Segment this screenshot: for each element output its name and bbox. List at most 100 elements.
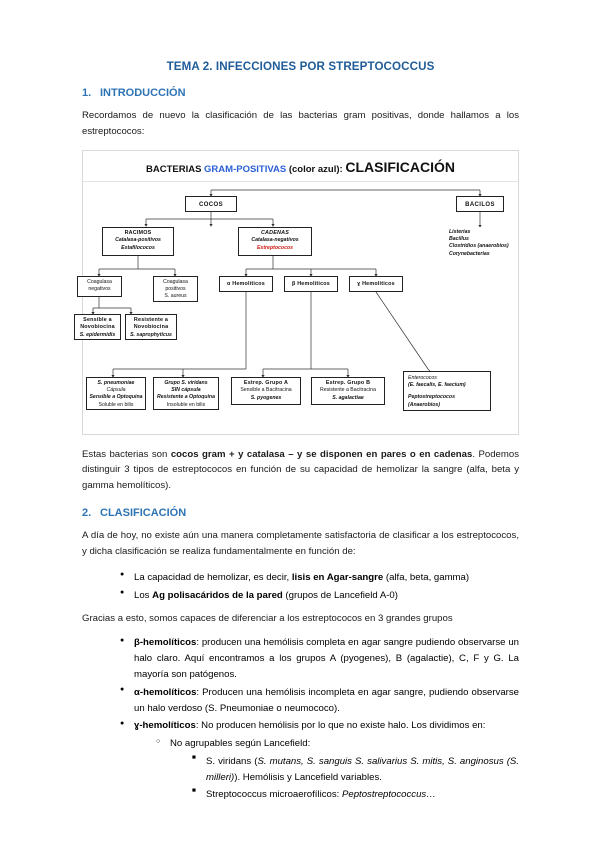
diagram-node-pneumo-line1: S. pneumoniae (97, 379, 135, 386)
criteria-list: La capacidad de hemolizar, es decir, lis… (82, 569, 519, 604)
diagram-node-enterococos-line1: Enterococos (408, 374, 437, 381)
diagram-node-resistente-novobiocina: Resistente a Novobiocina S. saprophyticu… (125, 313, 177, 340)
gamma-sub-label: No agrupables según Lancefield: (170, 738, 311, 750)
list-item: α-hemolíticos: Producen una hemólisis in… (120, 684, 519, 717)
criteria-0-bold: lisis en Agar-sangre (291, 571, 384, 583)
diagram-node-grupo-b: Estrep. Grupo B Resistente a Bacitracina… (311, 376, 385, 405)
diagram-node-cadenas-line3: Estreptococos (256, 244, 294, 251)
diagram-title-part-4: CLASIFICACIÓN (345, 158, 456, 175)
group-2-bold: ɣ-hemolíticos (134, 720, 196, 732)
diagram-node-enterococos-line3: Peptostreptococos (408, 394, 455, 401)
diagram-node-racimos-line1: RACIMOS (124, 229, 152, 236)
gamma-species-list: S. viridans (S. mutans, S. sanguis S. sa… (170, 753, 519, 803)
list-item: β-hemolíticos: producen una hemólisis co… (120, 635, 519, 682)
diagram-node-bacilos-list: Listerias Bacillus Clostridios (anaerobi… (445, 226, 517, 262)
group-0-bold: β-hemolíticos (134, 637, 197, 649)
document-content: TEMA 2. INFECCIONES POR STREPTOCOCCUS 1.… (74, 60, 519, 811)
diagram-node-coag-pos-line2: positivos (165, 286, 186, 293)
list-item: No agrupables según Lancefield: S. virid… (156, 736, 519, 802)
page-title: TEMA 2. INFECCIONES POR STREPTOCOCCUS (166, 60, 435, 73)
diagram-node-coag-pos-line1: Coagulasa (163, 278, 188, 285)
diagram-node-bacilos-label: BACILOS (465, 201, 495, 208)
diagram-node-coagulasa-negativos: Coagulasa negativos (77, 275, 122, 297)
group-2-text: : No producen hemólisis por lo que no ex… (195, 720, 486, 732)
diagram-node-viridans-line1: Grupo S. viridans (164, 379, 208, 386)
group-1-text: : Producen una hemólisis incompleta en a… (134, 686, 519, 714)
diagram-node-res-novo-line3: S. saprophyticus (130, 332, 172, 338)
diagram-title-part-2: GRAM-POSITIVAS (204, 163, 287, 175)
criteria-0-text-1: La capacidad de hemolizar, es decir, (134, 571, 292, 583)
diagram-node-cadenas-line1: CADENAS (260, 229, 290, 236)
group-1-bold: α-hemolíticos (134, 686, 197, 698)
diagram-node-viridans: Grupo S. viridans SIN cápsula Resistente… (153, 376, 219, 410)
diagram-node-bacilos-list-line3: Clostridios (anaerobios) (449, 243, 509, 250)
diagram-node-bacilos-list-line2: Bacillus (449, 236, 469, 243)
criteria-1-bold: Ag polisacáridos de la pared (152, 589, 283, 601)
list-item: Los Ag polisacáridos de la pared (grupos… (120, 587, 519, 604)
diagram-node-pneumoniae: S. pneumoniae Cápsula Sensible a Optoqui… (86, 376, 146, 410)
diagram-node-coagulasa-positivos: Coagulasa positivos S. aureus (153, 275, 198, 302)
diagram-node-enterococos: Enterococos (E. faecalis, E. faecium) Pe… (403, 370, 491, 411)
diagram-node-alfa-label: α Hemolíticos (227, 280, 265, 287)
diagram-node-pneumo-line3: Sensible a Optoquina (89, 394, 143, 401)
diagram-node-coag-neg-line1: Coagulasa (87, 278, 112, 285)
diagram-node-sensible-novobiocina: Sensible a Novobiocina S. epidermidis (74, 313, 121, 340)
section-number-2: 2. (82, 507, 92, 520)
species-1-italic: Peptostreptococcus… (341, 788, 436, 800)
post-figure-paragraph: Estas bacterias son cocos gram + y catal… (82, 447, 519, 494)
section-number-1: 1. (82, 87, 92, 99)
diagram-node-cocos: COCOS (185, 195, 237, 212)
diagram-node-gamma-label: ɣ Hemolíticos (357, 280, 395, 287)
diagram-node-cocos-label: COCOS (198, 201, 223, 208)
criteria-0-text-2: (alfa, beta, gamma) (383, 571, 470, 583)
criteria-1-text-1: Los (134, 589, 153, 601)
diagram-node-bacilos-list-line4: Corynebacterias (449, 250, 490, 257)
diagram-node-alfa-hemoliticos: α Hemolíticos (219, 275, 273, 292)
list-item: La capacidad de hemolizar, es decir, lis… (120, 569, 519, 586)
post-figure-text-1: Estas bacterias son (82, 448, 171, 460)
diagram-node-pneumo-line4: Soluble en bilis (98, 401, 134, 408)
diagram-node-beta-hemoliticos: β Hemolíticos (284, 275, 338, 292)
species-1-text-1: Streptococcus microaerofílicos: (206, 788, 342, 800)
diagram-node-racimos-line3: Estafilococos (121, 244, 155, 251)
groups-list: β-hemolíticos: producen una hemólisis co… (82, 635, 519, 802)
diagram-title-part-1: BACTERIAS (145, 163, 205, 175)
diagram-node-grupo-a-line1: Estrep. Grupo A (243, 379, 289, 386)
diagram-node-grupo-b-line2: Resistente a Bacitracina (320, 387, 376, 394)
diagram-node-cadenas-line2: Catalasa-negativos (251, 237, 299, 244)
diagram-node-res-novo-line2: Novobiocina (133, 324, 169, 331)
classification-diagram: BACTERIAS GRAM-POSITIVAS (color azul): C… (74, 149, 519, 435)
diagram-node-coag-neg-line2: negativos (88, 286, 111, 293)
section-heading-introduccion: 1. INTRODUCCIÓN (82, 87, 519, 99)
diagram-node-enterococos-line4: (Anaerobios) (408, 401, 440, 408)
diagram-node-viridans-line4: Insoluble en bilis (166, 401, 206, 408)
criteria-1-text-2: (grupos de Lancefield A-0) (282, 589, 398, 601)
list-item: S. viridans (S. mutans, S. sanguis S. sa… (192, 753, 519, 786)
diagram-node-racimos: RACIMOS Catalasa-positivos Estafilococos (102, 226, 174, 256)
diagram-node-bacilos-list-line1: Listerias (449, 228, 471, 235)
diagram-title-part-3: (color azul): (286, 163, 346, 175)
gamma-sub-list: No agrupables según Lancefield: S. virid… (134, 736, 519, 802)
diagram-node-viridans-line2: SIN cápsula (171, 387, 201, 394)
diagram-node-viridans-line3: Resistente a Optoquina (157, 394, 215, 401)
diagram-title-divider (83, 180, 518, 182)
diagram-node-enterococos-line2: (E. faecalis, E. faecium) (408, 382, 466, 389)
section-label-2: CLASIFICACIÓN (100, 507, 187, 520)
classification-intro-paragraph: A día de hoy, no existe aún una manera c… (82, 530, 519, 557)
groups-intro-paragraph: Gracias a esto, somos capaces de diferen… (82, 613, 453, 625)
diagram-node-res-novo-line1: Resistente a (133, 316, 169, 323)
diagram-node-grupo-b-line1: Estrep. Grupo B (325, 379, 371, 386)
diagram-node-sens-novo-line3: S. epidermidis (79, 332, 116, 338)
section-heading-clasificacion: 2. CLASIFICACIÓN (82, 507, 519, 519)
species-0-italic: S. mutans, S. sanguis S. salivarius S. m… (206, 756, 519, 783)
diagram-node-grupo-b-line3: S. agalactiae (332, 394, 364, 401)
diagram-node-sens-novo-line2: Novobiocina (80, 324, 115, 331)
diagram-node-beta-label: β Hemolíticos (292, 280, 330, 287)
intro-paragraph: Recordamos de nuevo la clasificación de … (82, 110, 519, 137)
post-figure-text-2: . Podemos distinguir 3 tipos de estrepto… (82, 448, 519, 492)
post-figure-bold: cocos gram + y catalasa – y se disponen … (170, 448, 473, 460)
diagram-node-bacilos: BACILOS (456, 195, 504, 212)
diagram-node-gamma-hemoliticos: ɣ Hemolíticos (349, 275, 403, 292)
list-item: Streptococcus microaerofílicos: Peptostr… (192, 786, 519, 803)
